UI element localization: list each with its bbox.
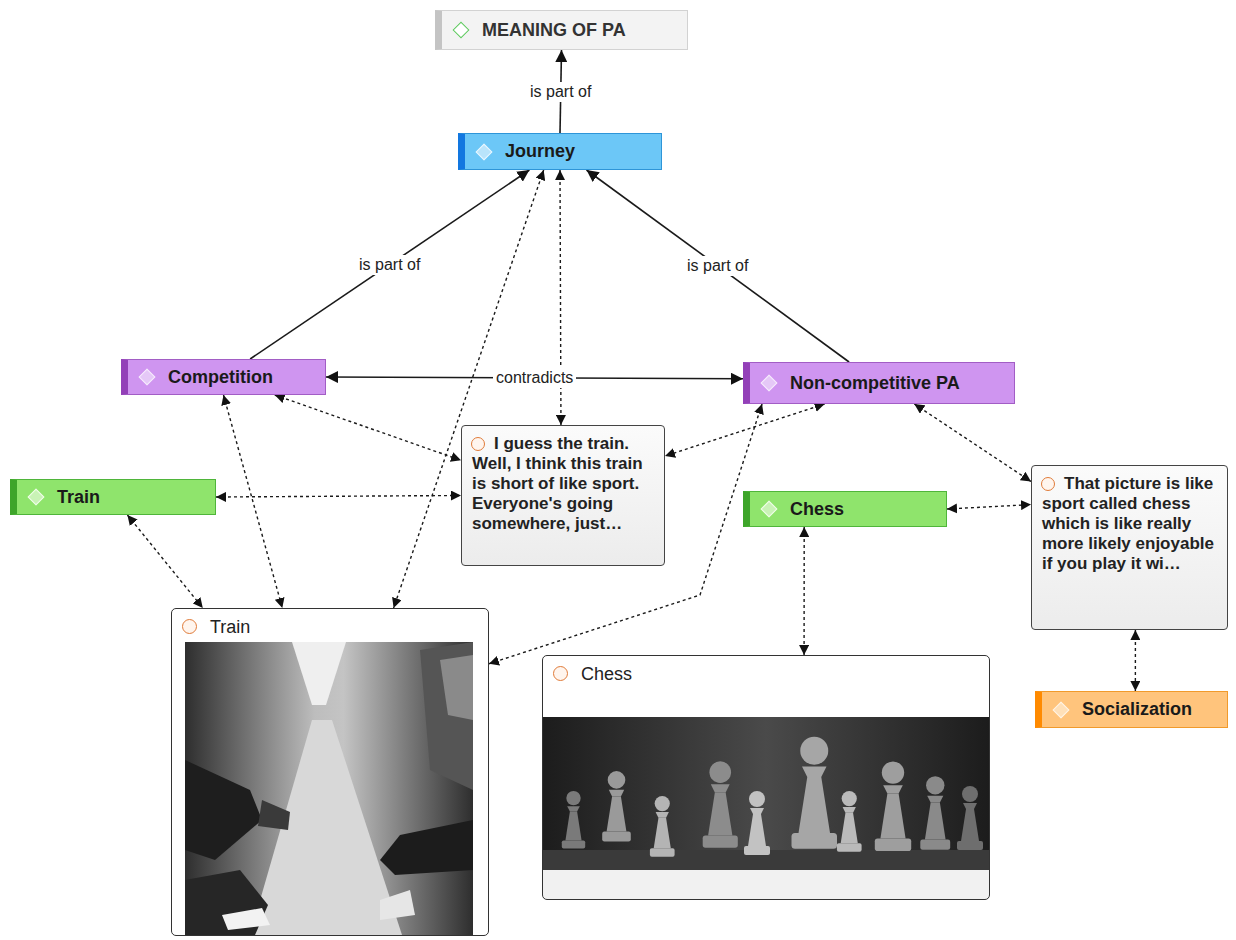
train-photo [185, 642, 473, 935]
node-text: Journey [505, 141, 575, 162]
passenger-coat [420, 642, 473, 790]
category-code: Non-competitive PA [743, 362, 1015, 404]
edge-label: contradicts [493, 368, 576, 388]
passenger-shoe [258, 800, 290, 830]
edge-label: is part of [356, 255, 423, 275]
chess-piece [744, 791, 770, 855]
chess-piece [650, 796, 675, 857]
node-text: Non-competitive PA [790, 373, 960, 394]
node-text: Competition [168, 367, 273, 388]
passenger-legs [185, 760, 262, 860]
relation-arrow [250, 170, 529, 359]
node-text: Train [57, 487, 100, 508]
link-line [914, 404, 1031, 482]
edge-label: is part of [527, 82, 594, 102]
root-code: MEANING OF PA [435, 10, 688, 50]
chess-piece [562, 791, 585, 849]
node-text: MEANING OF PA [482, 20, 626, 41]
passenger-scarf [440, 655, 473, 720]
train-floor [250, 720, 402, 935]
link-line [216, 496, 461, 498]
category-code: Competition [121, 359, 326, 395]
quotation-box: That picture is like sport called chess … [1031, 465, 1228, 630]
chess-piece [602, 771, 631, 841]
node-text: Chess [581, 664, 979, 685]
image-ground [543, 656, 989, 899]
image-document: Train [171, 608, 489, 936]
link-line [803, 527, 805, 655]
passenger-shoe [222, 908, 270, 930]
node-text: Socialization [1082, 699, 1192, 720]
link-line [275, 395, 461, 460]
node-text: That picture is like sport called chess … [1042, 474, 1217, 574]
passenger-shoe [380, 890, 415, 920]
link-line [224, 395, 283, 608]
image-ground [172, 609, 488, 935]
node-text: I guess the train. Well, I think this tr… [472, 434, 654, 534]
photo-code: Train [10, 479, 216, 515]
chess-piece [875, 761, 911, 851]
link-line [947, 505, 1031, 509]
chess-piece [837, 791, 862, 852]
chess-photo [543, 717, 989, 870]
node-text: Chess [790, 499, 844, 520]
chess-piece [792, 737, 838, 849]
node-text: Train [210, 617, 478, 638]
chess-piece [957, 786, 983, 850]
quotation-box: I guess the train. Well, I think this tr… [461, 425, 665, 566]
code-box: Socialization [1035, 691, 1228, 728]
theme-code: Journey [458, 133, 662, 170]
image-document: Chess [542, 655, 990, 900]
edge-label: is part of [684, 256, 751, 276]
chess-piece [920, 776, 950, 850]
link-line [127, 515, 202, 608]
relation-arrow [587, 170, 850, 362]
link-line [665, 404, 825, 456]
ceiling-light [292, 642, 346, 705]
photo-code: Chess [743, 491, 947, 527]
chess-piece [703, 761, 738, 847]
passenger-legs [380, 820, 473, 875]
image-footer [543, 870, 989, 899]
link-line [1135, 630, 1136, 691]
